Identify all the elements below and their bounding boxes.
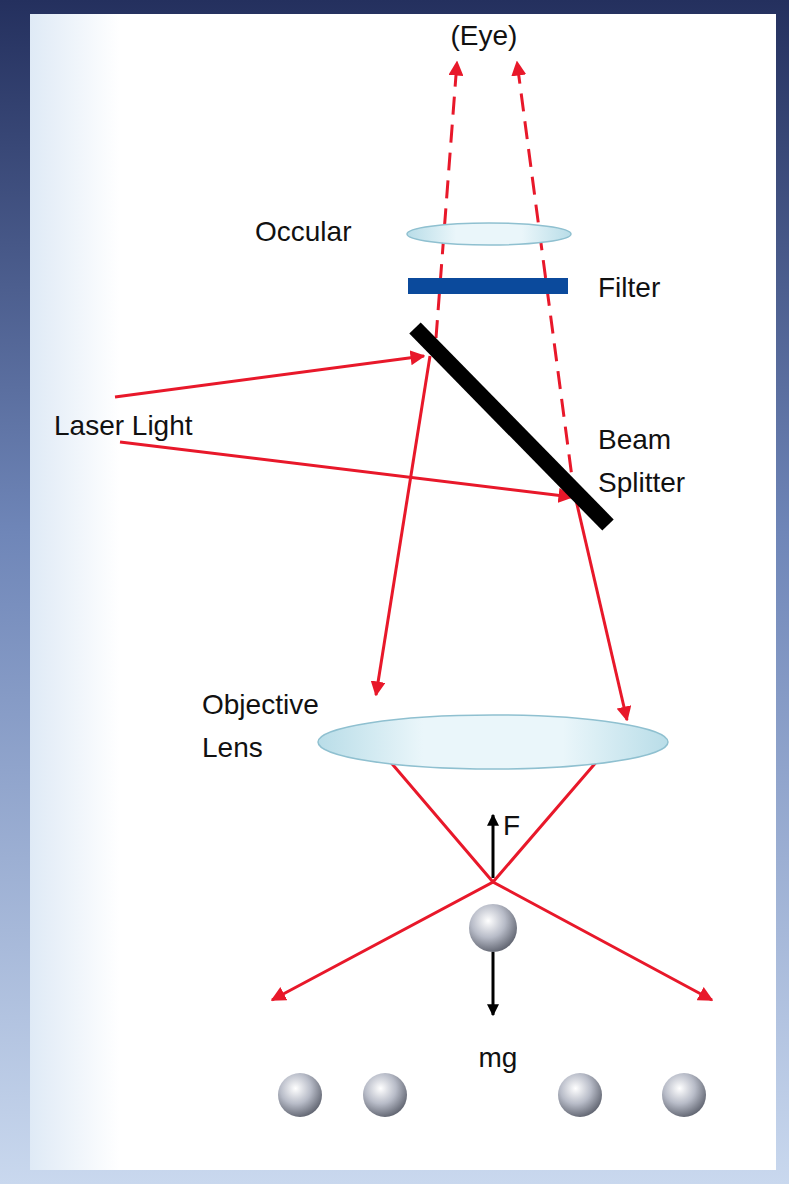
focused-beam [370,738,712,1000]
part-label: Objective Lens [202,683,352,769]
bead [278,1073,322,1117]
eye-label: (Eye) [424,14,544,57]
part-label: Beam Splitter [598,418,748,504]
part-label: Laser Light [54,404,274,447]
force-label: F [503,804,543,847]
part-label: Filter [598,266,738,309]
bead [363,1073,407,1117]
gravity-arrow [492,952,495,1015]
laser-beam [576,500,627,720]
laser-beam [120,442,572,497]
trapped-bead [469,904,517,952]
laser-beam [376,356,430,695]
focused-beam [272,738,617,1000]
filter-plate [408,278,568,294]
laser-beam [115,356,424,397]
bead [662,1073,706,1117]
objective-lens [318,715,668,769]
ocular-lens [407,223,571,245]
force-label: mg [468,1036,528,1079]
panel-ground [30,14,776,1170]
part-label: Occular [255,210,415,253]
bead [558,1073,602,1117]
beam-splitter [415,328,608,525]
force-arrow [492,815,495,878]
return-beam [436,62,457,338]
